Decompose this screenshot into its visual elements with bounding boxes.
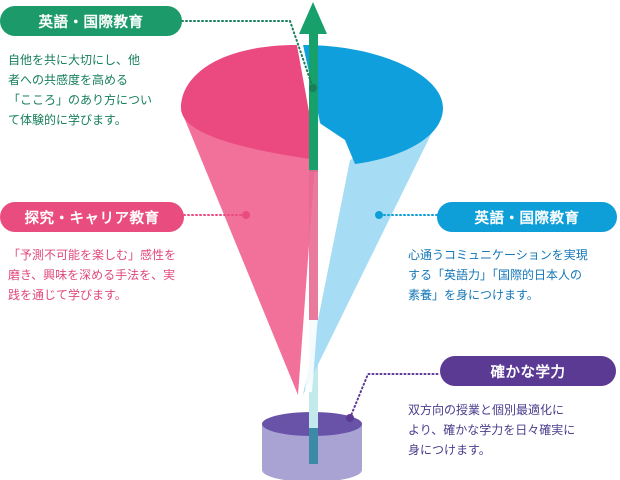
cone-lightblue-side	[303, 110, 443, 395]
dot-right	[375, 211, 383, 219]
cone-top-pink	[181, 45, 318, 160]
dot-bottom	[346, 414, 354, 422]
leader-bottom	[349, 373, 441, 419]
description-inquiry-career: 「予測不可能を楽しむ」感性を 磨き、興味を深める手法を、実 践を通じて学びます。	[8, 248, 177, 302]
cone-top-blue	[303, 45, 443, 164]
axis-arrow	[299, 2, 327, 320]
dot-top-left	[309, 84, 317, 92]
cone-split	[297, 45, 330, 392]
label-inquiry-career: 探究・キャリア教育	[0, 202, 184, 232]
description-english-international-right: 心通うコミュニケーションを実現 する「英語力」「国際的日本人の 素養」を身につけ…	[408, 248, 588, 302]
dot-left	[242, 211, 250, 219]
label-english-international-right: 英語・国際教育	[437, 202, 617, 232]
description-solid-academic-ability: 双方向の授業と個別最適化に より、確かな学力を日々確実に 身につけます。	[408, 403, 576, 457]
label-english-international-top: 英語・国際教育	[0, 6, 182, 36]
description-english-international-top: 自他を共に大切にし、他 者への共感度を高める 「こころ」のあり方につい て体験的…	[8, 53, 153, 127]
leader-top-left	[181, 20, 314, 89]
label-solid-academic-ability: 確かな学力	[440, 356, 616, 386]
cone-pink-side	[181, 110, 316, 395]
